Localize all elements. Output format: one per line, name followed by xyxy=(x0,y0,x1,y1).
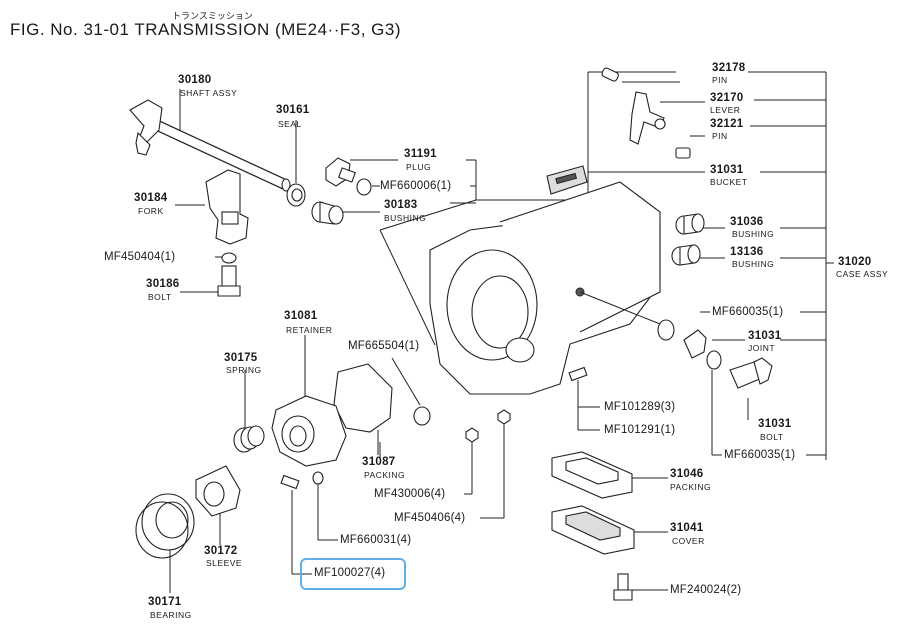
bushing-shapes-right xyxy=(671,213,705,266)
washer-shape xyxy=(221,252,237,264)
part-name-spring: SPRING xyxy=(226,365,262,375)
part-name-bucket: BUCKET xyxy=(710,177,748,187)
part-name-bolt-31031: BOLT xyxy=(760,432,784,442)
code-mf430006: MF430006(4) xyxy=(374,488,446,500)
pin-shape xyxy=(568,366,588,382)
leader-lines xyxy=(169,71,834,593)
code-mf240024: MF240024(2) xyxy=(670,584,742,596)
part-number-30180: 30180 xyxy=(178,74,212,86)
packing-shape xyxy=(551,451,633,499)
part-name-bushing-31036: BUSHING xyxy=(732,229,775,239)
code-mf660035-lower: MF660035(1) xyxy=(724,449,796,461)
cover-shape xyxy=(551,505,635,555)
part-number-32170: 32170 xyxy=(710,92,744,104)
part-number-32178: 32178 xyxy=(712,62,746,74)
retainer-packing-shape xyxy=(333,363,393,433)
part-name-plug: PLUG xyxy=(406,162,432,172)
part-name-retainer: RETAINER xyxy=(286,325,333,335)
code-mf660006: MF660006(1) xyxy=(380,180,452,192)
code-mf450406: MF450406(4) xyxy=(394,512,466,524)
part-name-seal: SEAL xyxy=(278,119,302,129)
joint-shapes xyxy=(657,319,773,389)
part-number-31041: 31041 xyxy=(670,522,704,534)
code-mf660035-upper: MF660035(1) xyxy=(712,306,784,318)
part-name-lever: LEVER xyxy=(710,105,741,115)
part-number-13136: 13136 xyxy=(730,246,764,258)
figure-title: FIG. No. 31-01 TRANSMISSION (ME24··F3, G… xyxy=(10,20,401,39)
shaft-assy-shape xyxy=(129,99,291,192)
part-number-31020: 31020 xyxy=(838,256,872,268)
code-mf660031: MF660031(4) xyxy=(340,534,412,546)
part-number-30175: 30175 xyxy=(224,352,258,364)
bearing-shape xyxy=(135,493,195,559)
part-name-shaft-assy: SHAFT ASSY xyxy=(180,88,238,98)
bolt-washer-small-shapes xyxy=(280,471,324,490)
part-name-sleeve: SLEEVE xyxy=(206,558,243,568)
part-name-pin-32178: PIN xyxy=(712,75,728,85)
seal-shape xyxy=(286,183,306,207)
lever-pin-shapes xyxy=(601,67,691,159)
title-furigana: トランスミッション xyxy=(172,11,253,21)
plug-shape xyxy=(325,157,356,187)
code-mf100027[interactable]: MF100027(4) xyxy=(314,567,386,579)
part-number-31191: 31191 xyxy=(404,148,437,160)
part-number-30186: 30186 xyxy=(146,278,180,290)
nut-shapes xyxy=(465,409,511,443)
code-mf101291: MF101291(1) xyxy=(604,424,676,436)
part-name-packing-31046: PACKING xyxy=(670,482,712,492)
part-number-31081: 31081 xyxy=(284,310,318,322)
highlight-box[interactable] xyxy=(300,558,406,590)
part-name-pin-32121: PIN xyxy=(712,131,728,141)
sleeve-shape xyxy=(195,465,241,517)
part-name-case-assy: CASE ASSY xyxy=(836,269,889,279)
part-number-30184: 30184 xyxy=(134,192,168,204)
part-name-fork: FORK xyxy=(138,206,164,216)
part-number-31087: 31087 xyxy=(362,456,396,468)
bushing-shape-left xyxy=(311,201,344,225)
part-name-cover: COVER xyxy=(672,536,705,546)
bottom-bolt-shape xyxy=(613,573,633,601)
part-number-31036: 31036 xyxy=(730,216,764,228)
part-name-bolt: BOLT xyxy=(148,292,172,302)
part-number-31031-bucket: 31031 xyxy=(710,164,744,176)
part-number-30171: 30171 xyxy=(148,596,182,608)
part-name-bushing-13136: BUSHING xyxy=(732,259,775,269)
plug-cap-shape xyxy=(413,406,431,426)
ring-shape xyxy=(356,178,372,196)
part-name-bearing: BEARING xyxy=(150,610,192,620)
part-number-30172: 30172 xyxy=(204,545,238,557)
part-name-bushing-30183: BUSHING xyxy=(384,213,427,223)
part-number-31046: 31046 xyxy=(670,468,704,480)
part-number-30161: 30161 xyxy=(276,104,310,116)
spring-shape xyxy=(233,425,265,453)
case-assy-shape xyxy=(429,181,661,395)
part-number-31031-bolt: 31031 xyxy=(758,418,792,430)
part-name-joint: JOINT xyxy=(748,343,776,353)
part-number-30183: 30183 xyxy=(384,199,418,211)
code-mf101289: MF101289(3) xyxy=(604,401,676,413)
code-mf665504: MF665504(1) xyxy=(348,340,420,352)
part-number-32121: 32121 xyxy=(710,118,744,130)
bolt-shape xyxy=(217,265,241,297)
retainer-shape xyxy=(271,395,347,467)
bucket-shape xyxy=(546,165,588,195)
fork-shape xyxy=(205,169,249,245)
code-mf450404: MF450404(1) xyxy=(104,251,176,263)
part-name-packing-31087: PACKING xyxy=(364,470,406,480)
part-number-31031-joint: 31031 xyxy=(748,330,782,342)
